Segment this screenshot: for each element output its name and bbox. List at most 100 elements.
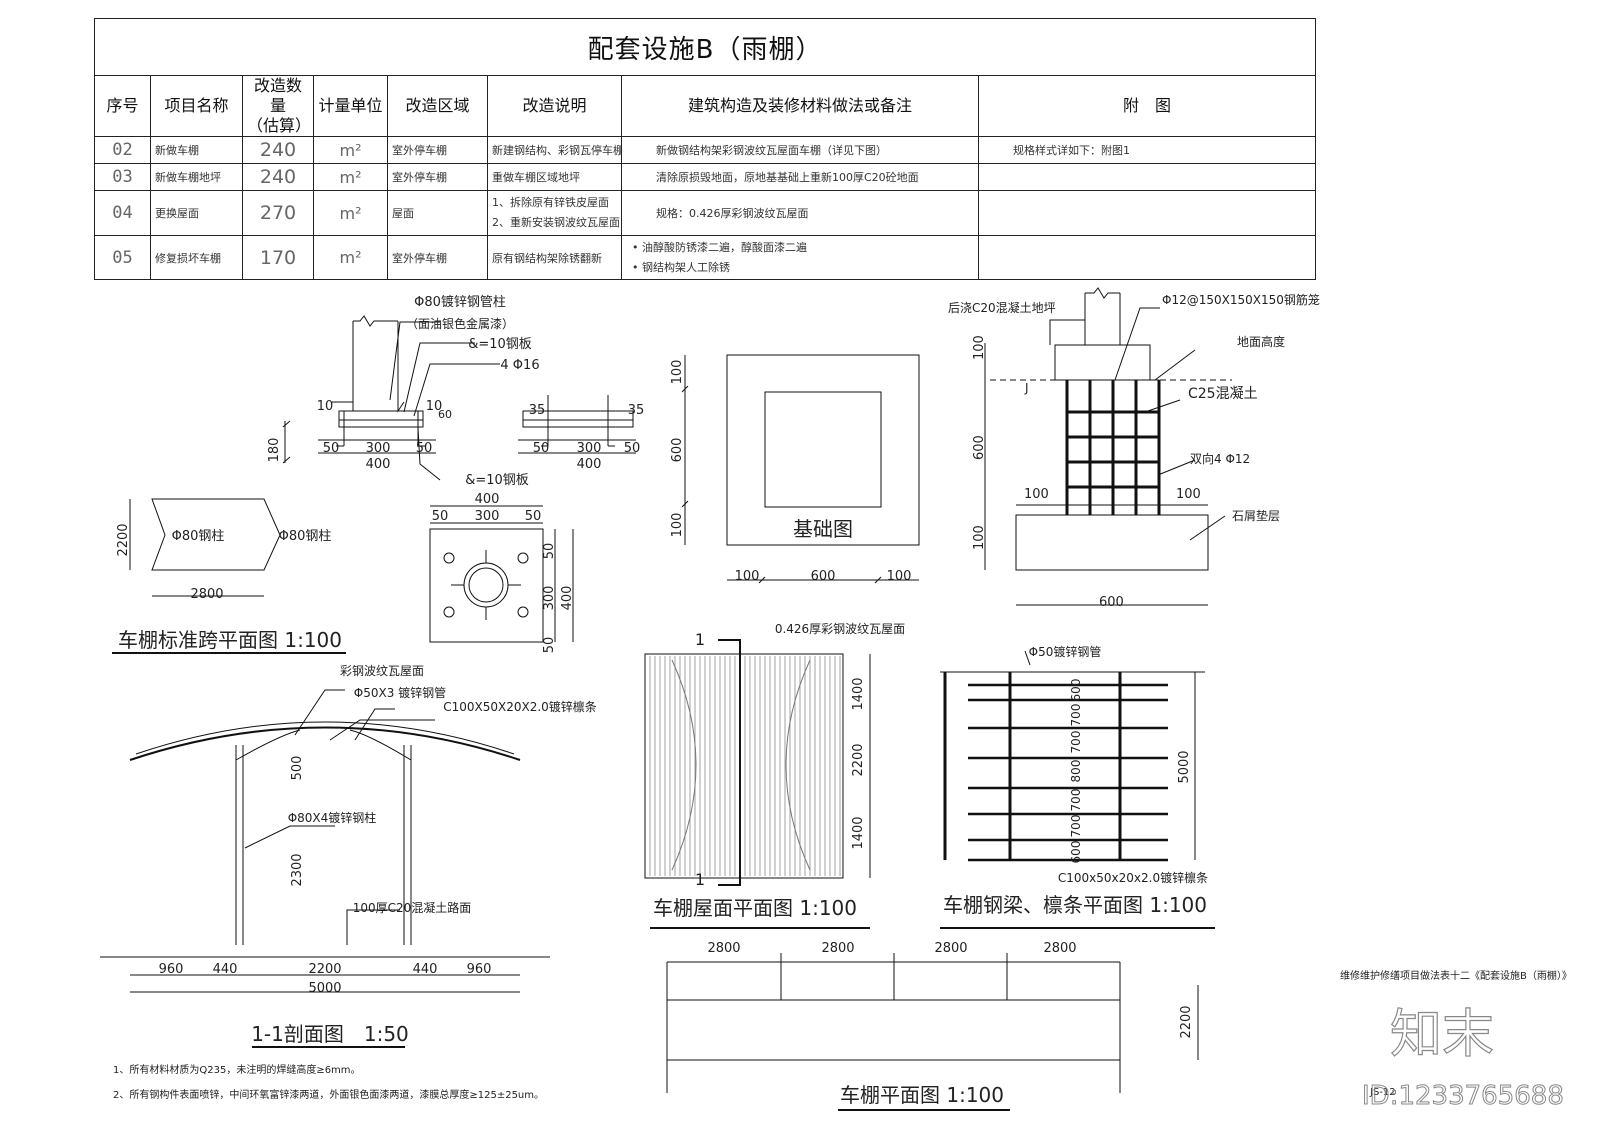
section-column: Φ80X4镀锌钢柱 xyxy=(288,810,377,825)
row-construction-line2: • 钢结构架人工除锈 xyxy=(632,260,730,274)
footing-gravel: 石屑垫层 xyxy=(1232,508,1280,523)
row-construction-line1: • 油醇酸防锈漆二遍，醇酸面漆二遍 xyxy=(632,240,807,254)
span-col1: Φ80钢柱 xyxy=(172,529,225,544)
roof-title: 车棚屋面平面图 1:100 xyxy=(653,896,857,920)
plate-dim-v50b: 50 xyxy=(542,637,557,654)
row-desc: 重做车棚区域地坪 xyxy=(487,163,622,191)
header-desc: 改造说明 xyxy=(487,75,622,137)
spec-table: 配套设施B（雨棚） 序号 项目名称 改造数量（估算） 计量单位 改造区域 改造说… xyxy=(93,18,1317,280)
row-item: 修复损坏车棚 xyxy=(150,235,243,280)
footing-j: J xyxy=(1024,381,1029,395)
section-d960a: 960 xyxy=(159,962,184,977)
note-1: 1、所有材料材质为Q235，未注明的焊缝高度≥6mm。 xyxy=(113,1063,361,1076)
base-plate-detail xyxy=(282,315,636,481)
roof-d1400b: 1400 xyxy=(851,816,866,849)
row-attach xyxy=(977,235,1317,280)
carport-plan xyxy=(666,953,1199,1111)
sheet-caption: 维修维护修缮项目做法表十二《配套设施B（雨棚）》 xyxy=(1340,969,1572,982)
found-dim-h100b: 100 xyxy=(887,569,912,584)
dim-300b: 300 xyxy=(577,441,602,456)
row-qty: 270 xyxy=(242,190,314,236)
label-paint: （面油银色金属漆） xyxy=(406,316,514,331)
dim-400a: 400 xyxy=(366,457,391,472)
row-attach: 规格样式详如下：附图1 xyxy=(977,136,1317,164)
section-d440a: 440 xyxy=(213,962,238,977)
found-dim-100b: 100 xyxy=(670,513,685,538)
header-seq: 序号 xyxy=(94,75,151,137)
foundation-title: 基础图 xyxy=(793,517,853,541)
row-construction: • 油醇酸防锈漆二遍，醇酸面漆二遍 • 钢结构架人工除锈 xyxy=(621,235,979,280)
beam-plan xyxy=(940,650,1215,929)
roof-d2200: 2200 xyxy=(851,743,866,776)
row-desc: 新建钢结构、彩钢瓦停车棚 xyxy=(487,136,622,164)
section-d440b: 440 xyxy=(413,962,438,977)
dim-60: 60 xyxy=(438,408,452,421)
header-unit: 计量单位 xyxy=(313,75,388,137)
header-qty-line2: （估算） xyxy=(247,116,312,135)
table-header-row: 序号 项目名称 改造数量（估算） 计量单位 改造区域 改造说明 建筑构造及装修材… xyxy=(94,75,1317,137)
plate-dim-300: 300 xyxy=(475,509,500,524)
plan-title: 车棚平面图 1:100 xyxy=(840,1083,1004,1107)
plate-dim-v50a: 50 xyxy=(542,543,557,560)
roof-sheet-label: 0.426厚彩钢波纹瓦屋面 xyxy=(775,622,905,636)
beam-d5000: 5000 xyxy=(1177,750,1192,783)
row-unit: m² xyxy=(313,163,388,191)
beam-title: 车棚钢梁、檩条平面图 1:100 xyxy=(943,893,1207,917)
plate-plan xyxy=(429,505,574,643)
footing-dim-100a: 100 xyxy=(1024,487,1049,502)
row-qty: 240 xyxy=(242,136,314,164)
footing-ground: 地面高度 xyxy=(1237,334,1285,349)
foundation-plan xyxy=(681,354,920,584)
label-pipe: Φ80镀锌钢管柱 xyxy=(414,294,506,310)
beam-sp5: 700 xyxy=(1069,815,1083,838)
footing-c20: 后浇C20混凝土地坪 xyxy=(948,300,1056,315)
plan-d2800-1: 2800 xyxy=(821,941,854,956)
footing-dim-600: 600 xyxy=(1099,595,1124,610)
span-col2: Φ80钢柱 xyxy=(279,529,332,544)
span-dim-2800: 2800 xyxy=(190,587,223,602)
watermark-id: ID:1233765688 xyxy=(1362,1081,1564,1111)
section-d5000: 5000 xyxy=(308,981,341,996)
section-d2200: 2200 xyxy=(308,962,341,977)
dim-50d: 50 xyxy=(624,441,641,456)
row-seq: 05 xyxy=(94,235,151,280)
found-dim-600a: 600 xyxy=(670,438,685,463)
sheet-number: JS-12 xyxy=(1369,1087,1396,1098)
row-unit: m² xyxy=(313,136,388,164)
dim-35b: 35 xyxy=(628,403,645,418)
beam-sp4: 700 xyxy=(1069,789,1083,812)
section-purlin: C100X50X20X2.0镀锌檩条 xyxy=(443,699,597,714)
footing-dim-h100a: 100 xyxy=(972,335,987,360)
plate-dim-400: 400 xyxy=(475,492,500,507)
roof-plan xyxy=(644,639,871,929)
dim-50c: 50 xyxy=(533,441,550,456)
footing-rebar: 双向4 Φ12 xyxy=(1190,451,1250,466)
span-title: 车棚标准跨平面图 1:100 xyxy=(118,628,342,652)
plan-d2800-3: 2800 xyxy=(1043,941,1076,956)
footing-dim-h600: 600 xyxy=(972,435,987,460)
row-item: 更换屋面 xyxy=(150,190,243,236)
watermark-logo: 知末 xyxy=(1390,1005,1494,1065)
beam-sp3: 800 xyxy=(1069,760,1083,783)
note-2: 2、所有钢构件表面喷锌，中间环氧富锌漆两道，外面银色面漆两道，漆膜总厚度≥125… xyxy=(113,1088,544,1101)
row-construction-text1: 油醇酸防锈漆二遍，醇酸面漆二遍 xyxy=(642,240,807,254)
dim-10b: 10 xyxy=(426,399,443,414)
label-bolts: 4 Φ16 xyxy=(500,358,539,373)
plan-d2800-0: 2800 xyxy=(707,941,740,956)
roof-d1400a: 1400 xyxy=(851,677,866,710)
row-seq: 04 xyxy=(94,190,151,236)
row-seq: 03 xyxy=(94,163,151,191)
header-qty-line1: 改造数量 xyxy=(253,76,302,116)
dim-10a: 10 xyxy=(317,399,334,414)
plate-dim-50b: 50 xyxy=(525,509,542,524)
table-row: 05 修复损坏车棚 170 m² 室外停车棚 原有钢结构架除锈翻新 • 油醇酸防… xyxy=(94,235,1317,280)
row-unit: m² xyxy=(313,235,388,280)
row-unit: m² xyxy=(313,190,388,236)
footing-section xyxy=(984,287,1232,606)
row-construction-text2: 钢结构架人工除锈 xyxy=(642,260,730,274)
section-dim-500: 500 xyxy=(290,756,305,781)
found-dim-100a: 100 xyxy=(670,360,685,385)
label-plate-top: &=10钢板 xyxy=(468,337,532,352)
row-desc: 原有钢结构架除锈翻新 xyxy=(487,235,622,280)
